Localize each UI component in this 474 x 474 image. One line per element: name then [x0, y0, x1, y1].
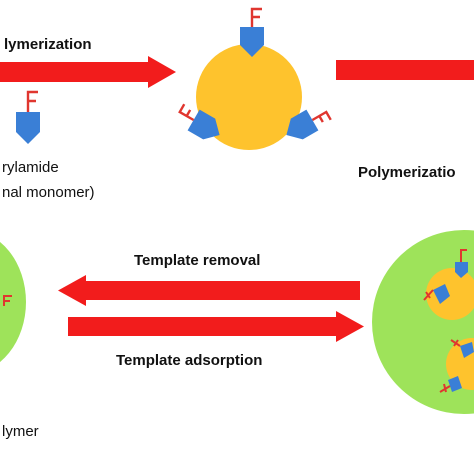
polymerization-arrow-right: [336, 60, 474, 80]
functional-monomer-right: [286, 109, 332, 140]
monomer-name-line2: nal monomer): [2, 184, 95, 201]
polymer-matrix-with-templates: [372, 230, 474, 414]
template-protein: [196, 44, 302, 150]
polymerization-label-top-left: lymerization: [4, 36, 92, 53]
imprinted-polymer-left: [0, 241, 26, 363]
functional-monomer-top: [240, 7, 264, 57]
monomer-name-line1: rylamide: [2, 159, 59, 176]
polymerization-arrow-left: [0, 56, 176, 88]
embedded-template-upper: [426, 268, 474, 320]
template-removal-label: Template removal: [134, 252, 261, 269]
imprinted-polymer-label: lymer: [2, 423, 39, 440]
functional-monomer-left: [178, 103, 220, 140]
template-removal-arrow: [58, 275, 360, 306]
polymerization-label-top-right: Polymerizatio: [358, 164, 456, 181]
template-adsorption-arrow: [68, 311, 364, 342]
template-adsorption-label: Template adsorption: [116, 352, 263, 369]
free-functional-monomer: [16, 90, 40, 144]
